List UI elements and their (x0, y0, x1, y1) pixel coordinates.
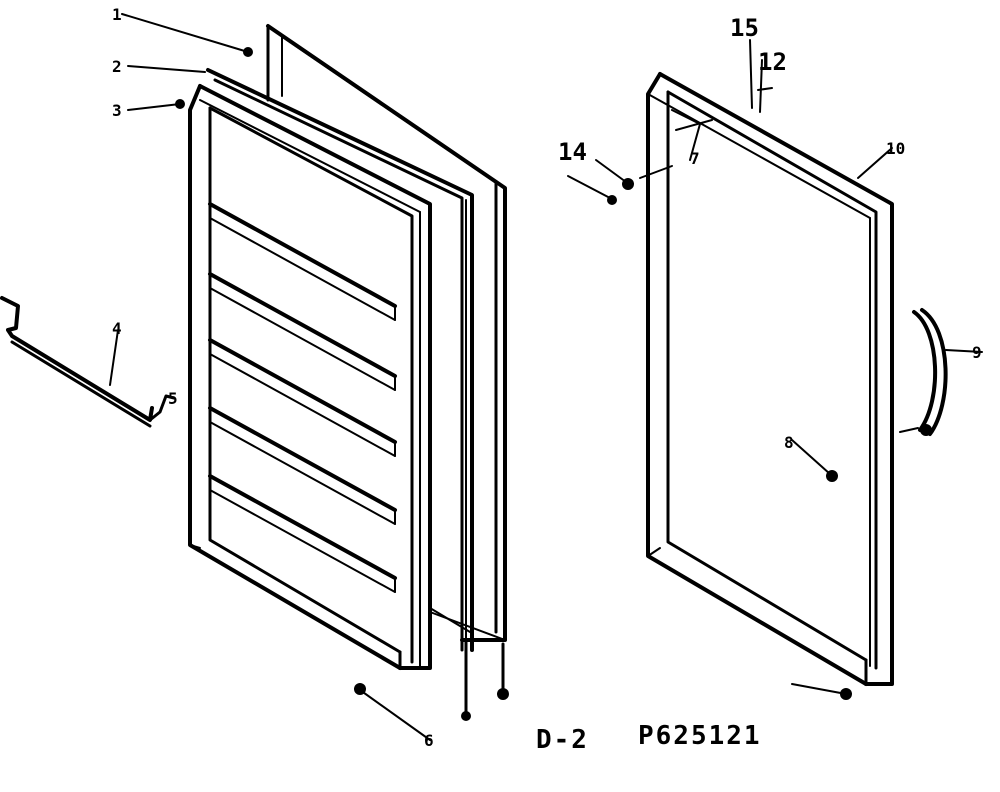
callout-14: 14 (558, 138, 587, 166)
callout-6: 6 (424, 731, 434, 750)
hinge-screws (354, 638, 509, 741)
diagram-caption: D-2 P625121 (536, 721, 762, 755)
callout-labels: 1 2 3 4 5 6 7 8 9 10 12 14 15 (112, 5, 982, 750)
left-leader-lines (121, 13, 253, 111)
callout-2: 2 (112, 57, 122, 76)
outer-door-panel (646, 72, 894, 686)
right-door-assembly (567, 39, 983, 700)
callout-8: 8 (784, 433, 794, 452)
callout-7: 7 (690, 149, 700, 168)
figure-code: D-2 (536, 725, 589, 755)
callout-12: 12 (758, 48, 787, 76)
part-number: P625121 (638, 721, 762, 751)
door-gasket-frame (266, 24, 507, 642)
right-leader-lines (567, 39, 893, 700)
door-liner-panel (188, 84, 432, 670)
liner-shelves (208, 202, 397, 593)
callout-5: 5 (168, 389, 178, 408)
callout-3: 3 (112, 101, 122, 120)
door-handle (899, 308, 983, 436)
shelf-retainer-bar (0, 296, 176, 428)
callout-1: 1 (112, 5, 122, 24)
callout-15: 15 (730, 14, 759, 42)
callout-4: 4 (112, 319, 122, 338)
left-door-assembly (0, 13, 509, 741)
callout-9: 9 (972, 343, 982, 362)
callout-10: 10 (886, 139, 905, 158)
liner-gasket (206, 68, 474, 652)
